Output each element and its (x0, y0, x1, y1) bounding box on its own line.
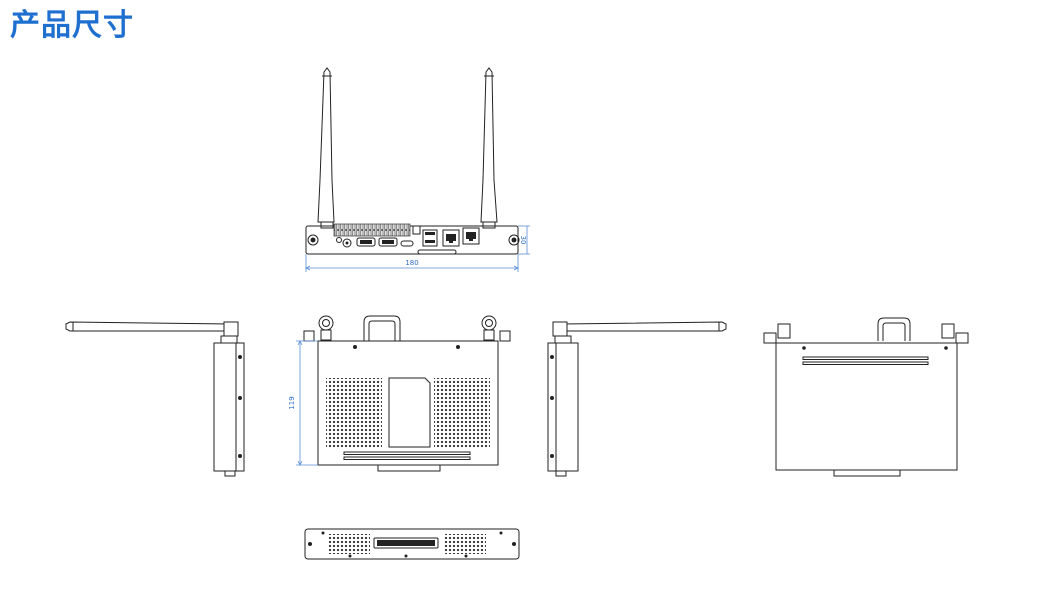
antenna-horizontal-left (65, 321, 231, 332)
rear-view (304, 528, 520, 560)
rear-connector (373, 537, 439, 549)
hdmi-port-2 (378, 237, 398, 247)
dimension-height-label: 30 (519, 236, 527, 245)
rear-vent-right (444, 534, 486, 554)
front-view: 180 30 (305, 67, 530, 272)
top-label-plate (388, 377, 431, 448)
antenna-ring-right (481, 315, 497, 341)
top-bottom-tab (377, 464, 441, 472)
usb-a-stack (422, 229, 438, 247)
dimension-depth-label: 119 (288, 396, 296, 409)
screw-top-left (303, 330, 315, 342)
ethernet-port-1 (442, 229, 460, 247)
vent-grill (333, 223, 411, 237)
screw-left (307, 234, 319, 246)
top-vent-left (326, 378, 382, 448)
rear-vent-left (328, 534, 370, 554)
dimension-depth (296, 340, 318, 466)
rear-panel (304, 528, 520, 560)
front-slot (417, 249, 457, 255)
antenna-right (480, 67, 498, 229)
bottom-handle (877, 317, 911, 341)
antenna-horizontal-right (561, 321, 727, 332)
bottom-view (763, 317, 969, 477)
left-side-view (65, 321, 245, 477)
top-view: 119 (288, 315, 511, 472)
page-title: 产品尺寸 (10, 8, 134, 43)
screw-top-right (499, 330, 511, 342)
front-panel (305, 225, 519, 255)
top-handle (363, 315, 401, 341)
dimension-height (518, 225, 530, 255)
bottom-tab (833, 469, 901, 477)
ethernet-port-2 (462, 227, 480, 245)
dimension-width (305, 254, 519, 272)
antenna-ring-left (318, 315, 334, 341)
sim-slot (412, 225, 421, 235)
top-vent-right (434, 378, 490, 448)
dc-jack (342, 238, 352, 248)
hdmi-port-1 (356, 237, 376, 247)
screw-right (508, 234, 520, 246)
side-body-left (213, 342, 245, 472)
antenna-left (317, 67, 335, 229)
usb-c-port (400, 240, 414, 247)
side-body-right (547, 342, 579, 472)
dimension-width-label: 180 (405, 259, 418, 267)
right-side-view (547, 321, 727, 477)
power-button (336, 237, 342, 243)
